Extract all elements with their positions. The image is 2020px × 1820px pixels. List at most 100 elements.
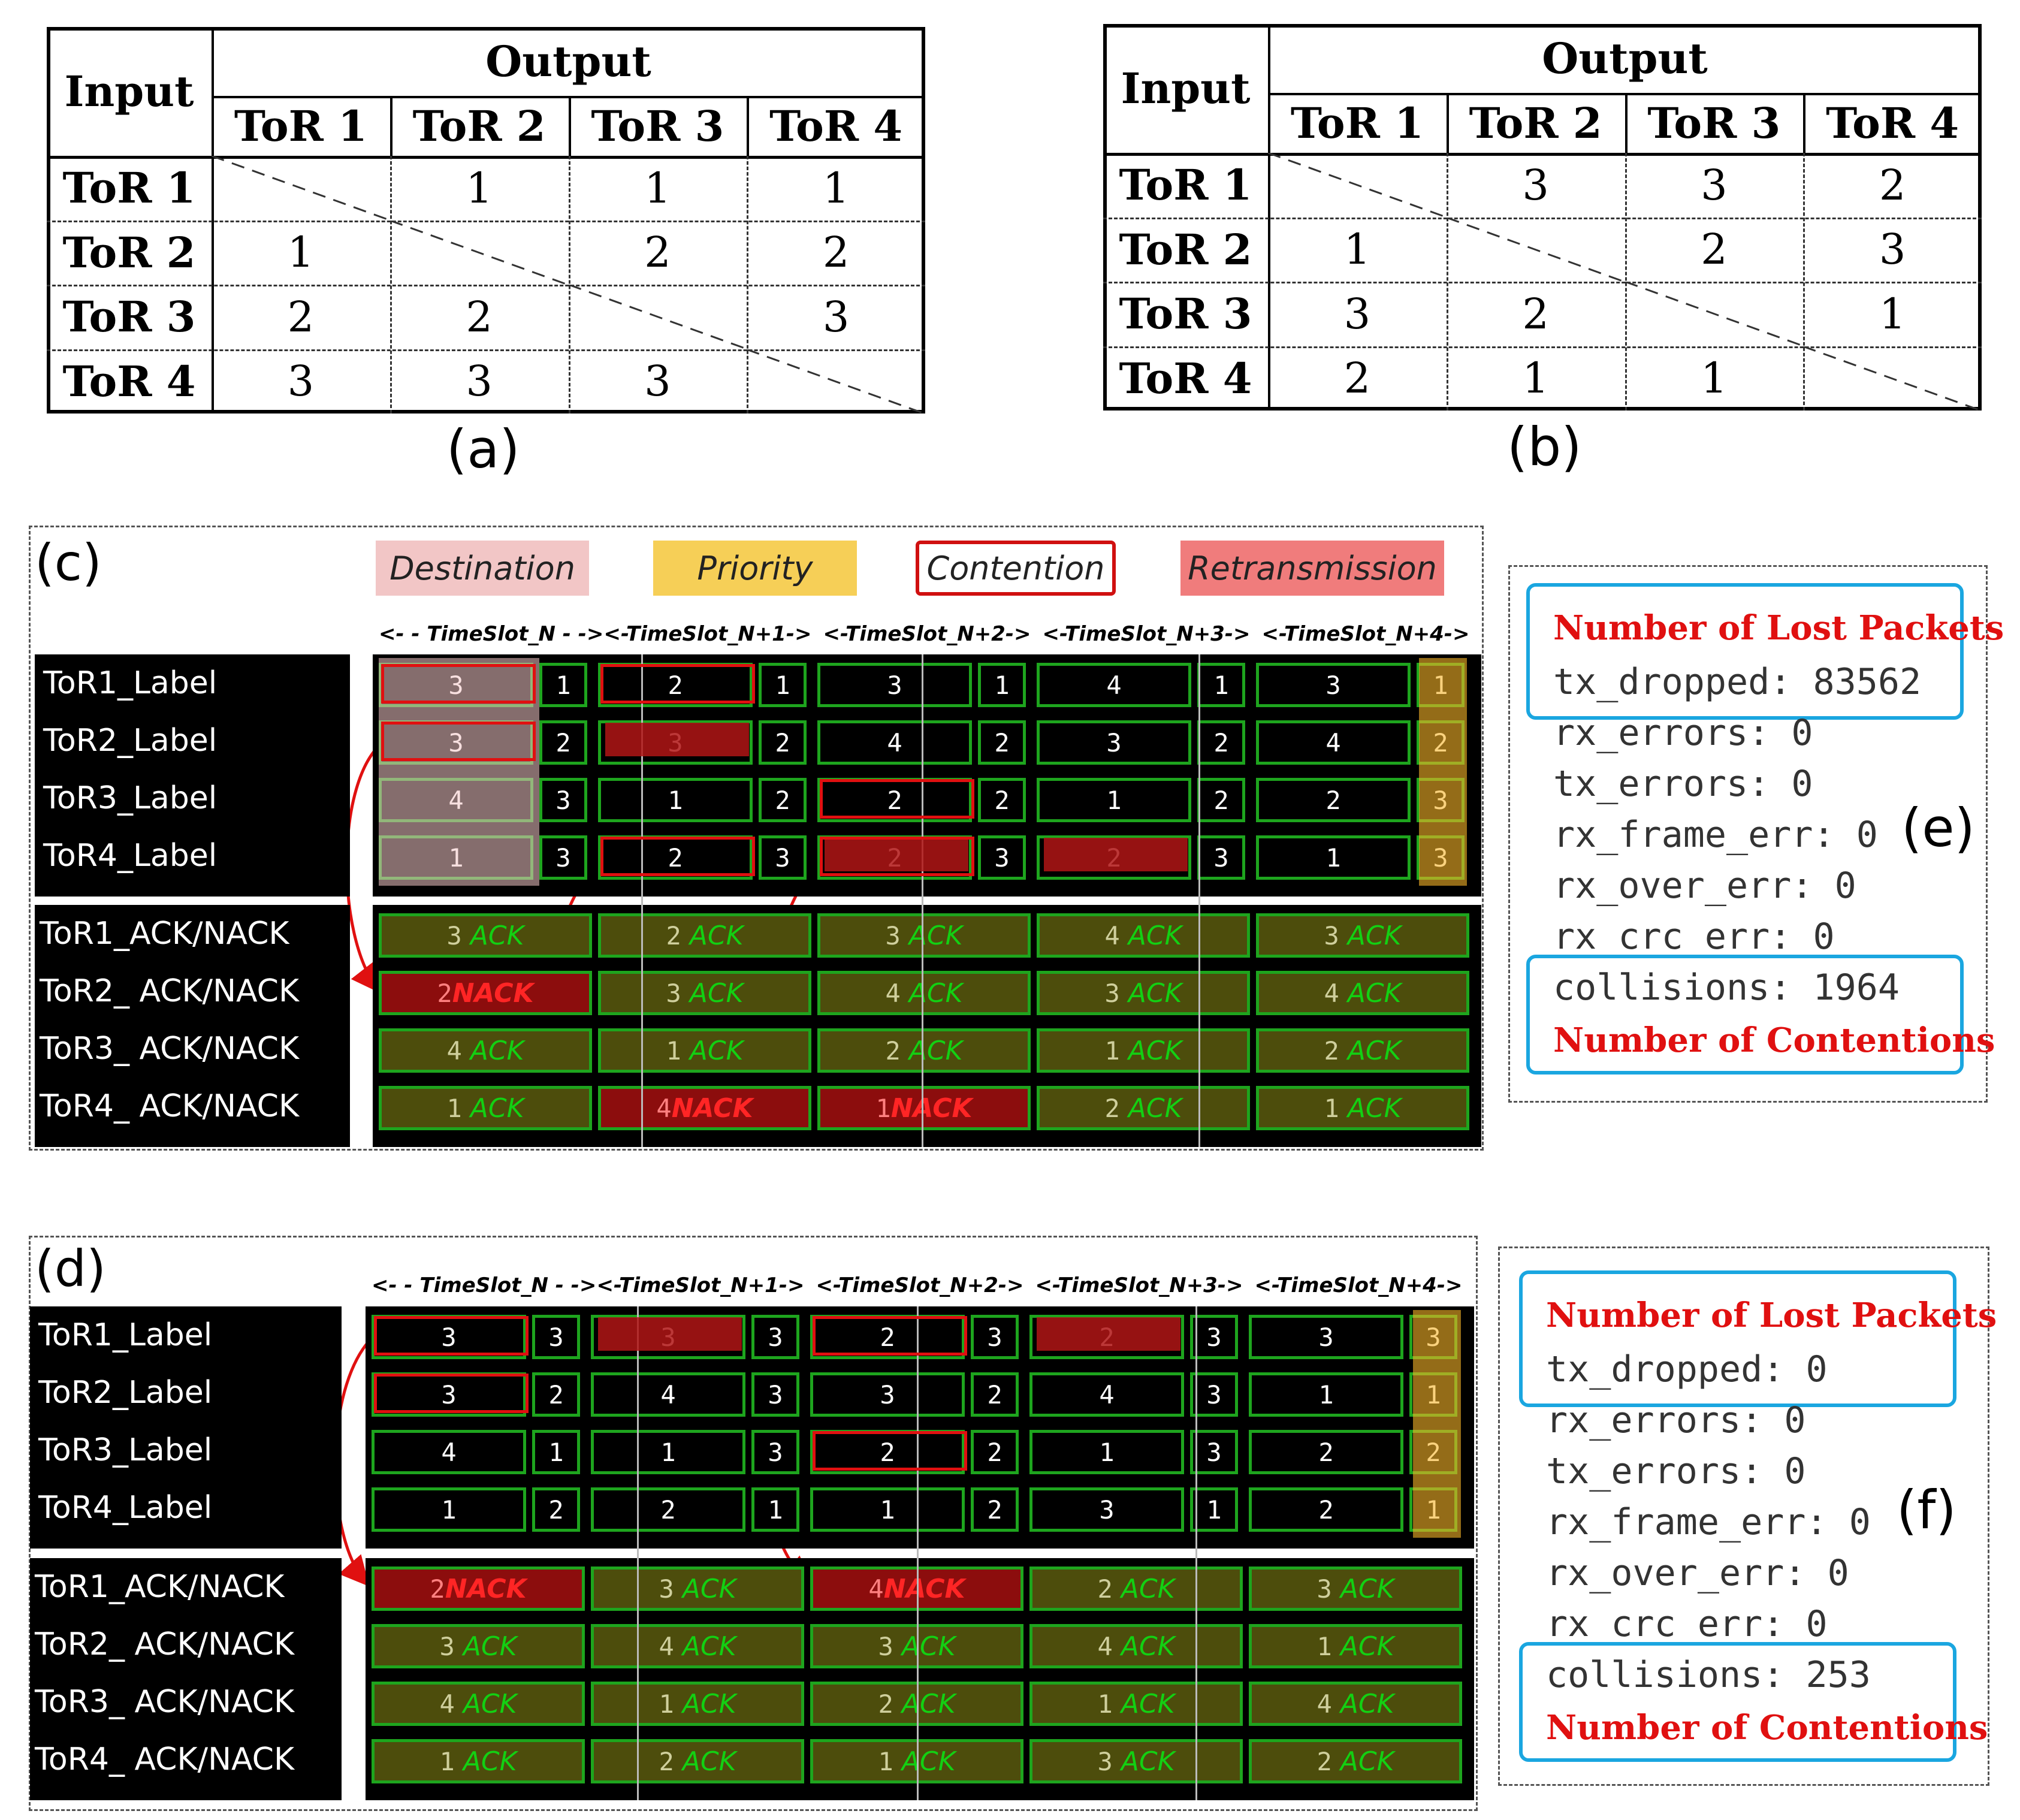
ack-status: ACK (1340, 1688, 1394, 1719)
ack-label-value: 2 (878, 1689, 893, 1719)
label-priority-cell: 3 (759, 835, 807, 880)
label-destination-value: 4 (887, 728, 902, 757)
label-destination-cell: 1 (1037, 778, 1191, 822)
stat-line: collisions: 1964 (1553, 967, 1900, 1009)
stat-line: tx_errors: 0 (1553, 763, 1813, 805)
ack-label-value: 3 (446, 920, 462, 950)
ack-label-value: 2 (666, 920, 681, 950)
label-priority-cell: 3 (751, 1372, 799, 1417)
ack-status: ACK (1121, 1688, 1175, 1719)
label-wave-area (366, 1306, 1474, 1549)
label-destination-value: 2 (880, 1437, 895, 1467)
time-cursor (637, 1306, 639, 1800)
ack-label-value: 1 (878, 1746, 893, 1776)
label-destination-cell: 4 (817, 720, 972, 765)
ack-label-value: 2 (1097, 1574, 1113, 1604)
contentions-box (1526, 955, 1964, 1075)
label-priority-value: 3 (1206, 1437, 1222, 1467)
label-priority-value: 2 (987, 1437, 1003, 1467)
caption-c: (c) (35, 533, 102, 592)
label-priority-cell: 2 (1197, 778, 1245, 822)
label-destination-cell: 1 (1249, 1372, 1403, 1417)
ack-label-value: 1 (446, 1093, 462, 1123)
ack-status: ACK (908, 977, 963, 1009)
label-destination-value: 2 (668, 843, 683, 873)
table-row-header: ToR 2 (1119, 224, 1252, 274)
ack-status: ACK (1347, 1092, 1402, 1124)
signal-name: ToR4_Label (43, 838, 218, 874)
ack-status: ACK (901, 1688, 956, 1719)
label-priority-cell: 2 (971, 1372, 1019, 1417)
label-destination-value: 3 (887, 670, 902, 700)
table-column-header: ToR 1 (234, 101, 367, 151)
timeslot-label: <-TimeSlot_N+3-> (1035, 1273, 1243, 1297)
label-priority-value: 3 (768, 1322, 783, 1352)
retransmission-fill (1044, 838, 1188, 871)
label-priority-cell: 2 (759, 778, 807, 822)
timeslot-label: <-TimeSlot_N+1-> (603, 622, 812, 646)
table-cell: 2 (1343, 354, 1371, 403)
label-priority-cell: 2 (532, 1487, 580, 1532)
table-cell: 3 (1522, 160, 1549, 210)
table-row-header: ToR 3 (62, 292, 196, 342)
ack-status: ACK (682, 1631, 736, 1662)
label-priority-cell: 1 (532, 1430, 580, 1474)
label-destination-cell: 4 (1029, 1372, 1184, 1417)
label-destination-value: 1 (1325, 843, 1341, 873)
label-priority-cell: 2 (532, 1372, 580, 1417)
table-cell: 3 (1879, 225, 1906, 274)
table-cell: 2 (466, 292, 493, 342)
contentions-box (1519, 1642, 1956, 1762)
label-priority-value: 3 (548, 1322, 564, 1352)
caption-a: (a) (446, 418, 520, 480)
ack-status: NACK (671, 1092, 753, 1124)
label-destination-cell: 2 (1256, 778, 1411, 822)
signal-name: ToR2_ ACK/NACK (35, 1626, 295, 1662)
stat-line: tx_errors: 0 (1546, 1450, 1806, 1492)
ack-label-value: 4 (1104, 920, 1120, 950)
label-destination-value: 4 (441, 1437, 457, 1467)
ack-label-value: 4 (659, 1631, 674, 1661)
table-cell: 1 (1701, 354, 1728, 403)
table-cell: 1 (1522, 354, 1549, 403)
table-column-header: ToR 1 (1290, 98, 1424, 148)
table-line (47, 349, 925, 351)
stat-line: rx_frame_err: 0 (1546, 1501, 1871, 1543)
table-column-header: ToR 2 (1469, 98, 1602, 148)
table-cell: 1 (822, 163, 850, 213)
stat-line: rx_errors: 0 (1546, 1399, 1806, 1441)
label-destination-value: 3 (880, 1380, 895, 1409)
label-destination-cell: 2 (591, 1487, 745, 1532)
ack-label-value: 1 (439, 1746, 455, 1776)
label-priority-cell: 2 (759, 720, 807, 765)
stat-line: collisions: 253 (1546, 1654, 1871, 1696)
caption-e: (e) (1901, 797, 1975, 859)
signal-name: ToR3_ ACK/NACK (40, 1031, 300, 1067)
contention-box (820, 779, 974, 819)
label-destination-cell: 1 (598, 778, 753, 822)
lost-packets-title: Number of Lost Packets (1546, 1296, 1997, 1335)
label-priority-value: 2 (555, 728, 571, 757)
caption-b: (b) (1507, 416, 1582, 478)
lost-packets-box (1519, 1270, 1956, 1407)
label-priority-value: 1 (1213, 670, 1229, 700)
label-priority-cell: 3 (1197, 835, 1245, 880)
time-cursor (1195, 1306, 1197, 1800)
ack-status: ACK (463, 1688, 517, 1719)
ack-status: ACK (1128, 977, 1182, 1009)
ack-label-value: 3 (1317, 1574, 1332, 1604)
time-cursor (641, 654, 643, 1147)
ack-label-value: 4 (439, 1689, 455, 1719)
stat-line: rx_errors: 0 (1553, 712, 1813, 754)
ack-cell: 4 ACK (591, 1624, 804, 1668)
label-priority-cell: 3 (1190, 1372, 1238, 1417)
timeslot-label: <- - TimeSlot_N - -> (372, 1273, 597, 1297)
table-input-header: Input (64, 67, 194, 116)
